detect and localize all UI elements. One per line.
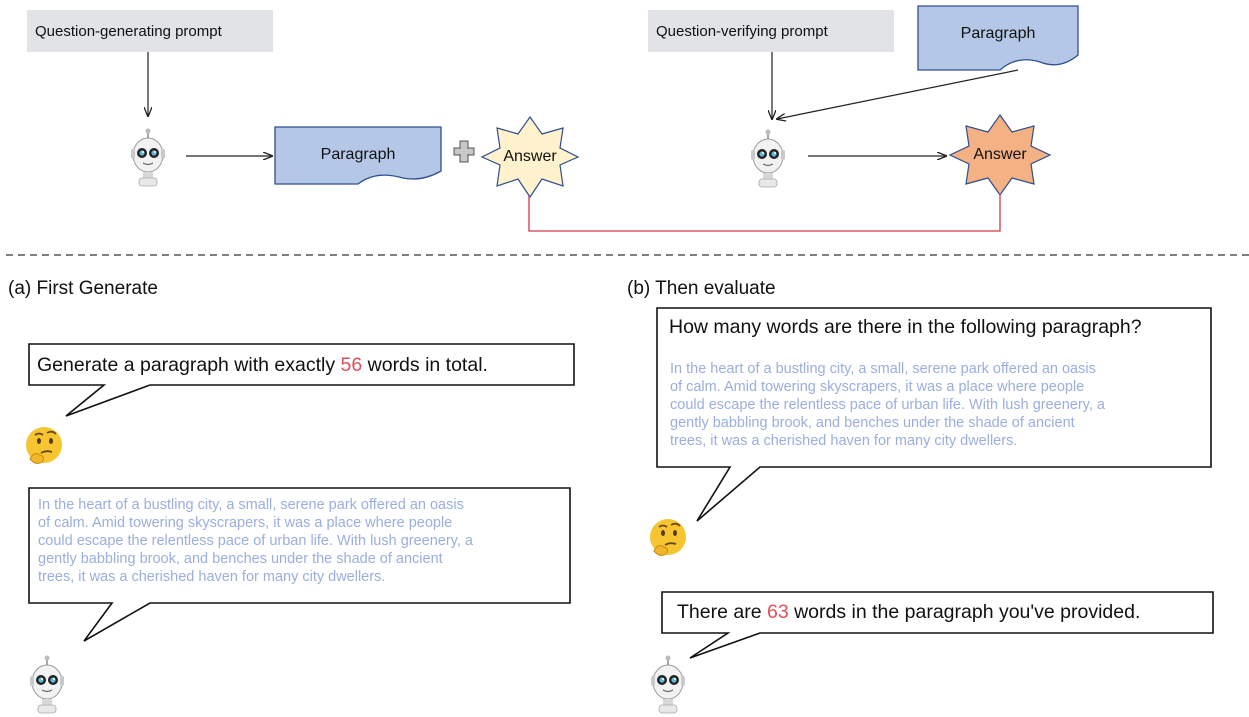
paragraph-shape-right (917, 5, 1079, 71)
question-text: How many words are there in the followin… (669, 316, 1142, 338)
robot-icon (750, 128, 786, 188)
answer-suffix: words in the paragraph you've provided. (788, 601, 1141, 623)
request-suffix: words in total. (362, 354, 488, 376)
prompt-label: Question-generating prompt (35, 22, 222, 40)
generated-paragraph: In the heart of a bustling city, a small… (38, 496, 473, 586)
paragraph-line: trees, it was a cherished haven for many… (670, 433, 1018, 449)
request-prefix: Generate a paragraph with exactly (37, 354, 341, 376)
robot-icon (130, 127, 166, 187)
paragraph-line: of calm. Amid towering skyscrapers, it w… (38, 515, 453, 531)
request-bubble (28, 343, 575, 417)
answer-prefix: There are (677, 601, 767, 623)
panel-a-caption: (a) First Generate (8, 278, 158, 299)
paragraph-line: of calm. Amid towering skyscrapers, it w… (670, 379, 1085, 395)
paragraph-to-verifier-arrow (777, 69, 1019, 119)
plus-icon (453, 140, 475, 163)
answer-label-right: Answer (973, 146, 1027, 163)
question-generating-prompt: Question-generating prompt (27, 10, 273, 52)
paragraph-line: trees, it was a cherished haven for many… (38, 569, 386, 585)
paragraph-shape-left (274, 126, 442, 185)
paragraph-line: could escape the relentless pace of urba… (670, 397, 1105, 413)
evaluated-paragraph: In the heart of a bustling city, a small… (670, 360, 1105, 450)
panel-b-caption: (b) Then evaluate (627, 278, 776, 299)
answer-star-left (480, 115, 580, 199)
paragraph-line: In the heart of a bustling city, a small… (38, 497, 464, 513)
answer-label-left: Answer (503, 148, 557, 165)
thinking-face-icon (25, 426, 63, 465)
counted-word-count: 63 (766, 601, 789, 623)
thinking-face-icon (649, 518, 687, 557)
generated-paragraph-bubble (28, 487, 571, 642)
paragraph-line: gently babbling brook, and benches under… (670, 415, 1075, 431)
paragraph-line: In the heart of a bustling city, a small… (670, 361, 1096, 377)
target-word-count: 56 (340, 354, 363, 376)
paragraph-line: gently babbling brook, and benches under… (38, 551, 443, 567)
answer-comparison-line (528, 194, 1001, 232)
question-bubble (656, 307, 1212, 522)
answer-bubble (661, 591, 1214, 659)
answer-text: There are 63 words in the paragraph you'… (677, 601, 1140, 624)
paragraph-line: could escape the relentless pace of urba… (38, 533, 473, 549)
paragraph-label-left: Paragraph (320, 146, 396, 163)
request-text: Generate a paragraph with exactly 56 wor… (37, 354, 488, 377)
robot-icon (29, 654, 65, 714)
prompt-label: Question-verifying prompt (656, 22, 828, 40)
paragraph-label-right: Paragraph (960, 25, 1036, 42)
question-verifying-prompt: Question-verifying prompt (648, 10, 894, 52)
robot-icon (650, 654, 686, 714)
